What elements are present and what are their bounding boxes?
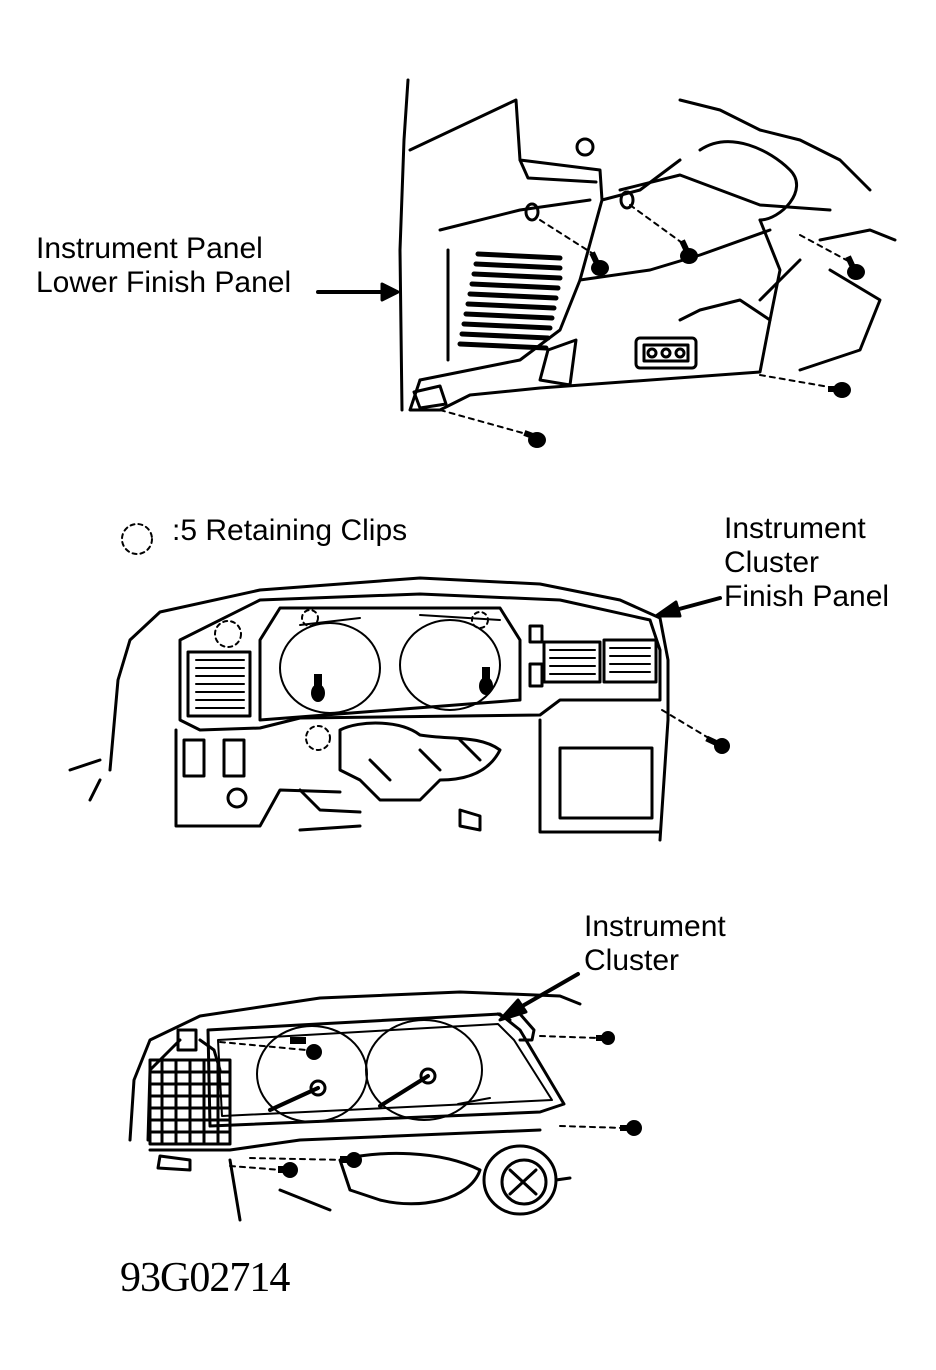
dashed-circle-icon <box>121 523 153 555</box>
instrument-cluster-label-line-1: Instrument <box>584 910 726 943</box>
cluster-finish-panel-drawing <box>68 523 730 842</box>
screw-icon <box>278 1031 642 1178</box>
retaining-clips-legend: :5 Retaining Clips <box>172 514 408 547</box>
cluster-finish-panel-label: Instrument Cluster Finish Panel <box>724 512 889 614</box>
screw-icon <box>311 667 730 754</box>
instrument-cluster-label: Instrument Cluster <box>584 910 726 978</box>
lower-finish-panel-label-line-2: Lower Finish Panel <box>36 266 292 299</box>
cluster-finish-panel-label-line-2: Cluster <box>724 546 820 579</box>
screw-icon <box>523 239 865 448</box>
instrument-cluster-label-line-2: Cluster <box>584 944 680 977</box>
cluster-finish-panel-label-line-1: Instrument <box>724 512 866 545</box>
lower-finish-panel-label: Instrument Panel Lower Finish Panel <box>36 232 291 300</box>
instrument-cluster-drawing <box>128 972 642 1222</box>
cluster-finish-panel-label-line-3: Finish Panel <box>724 580 890 613</box>
lower-finish-panel-drawing <box>316 78 897 448</box>
lower-finish-panel-label-line-1: Instrument Panel <box>36 232 263 265</box>
figure-id: 93G02714 <box>120 1255 290 1301</box>
